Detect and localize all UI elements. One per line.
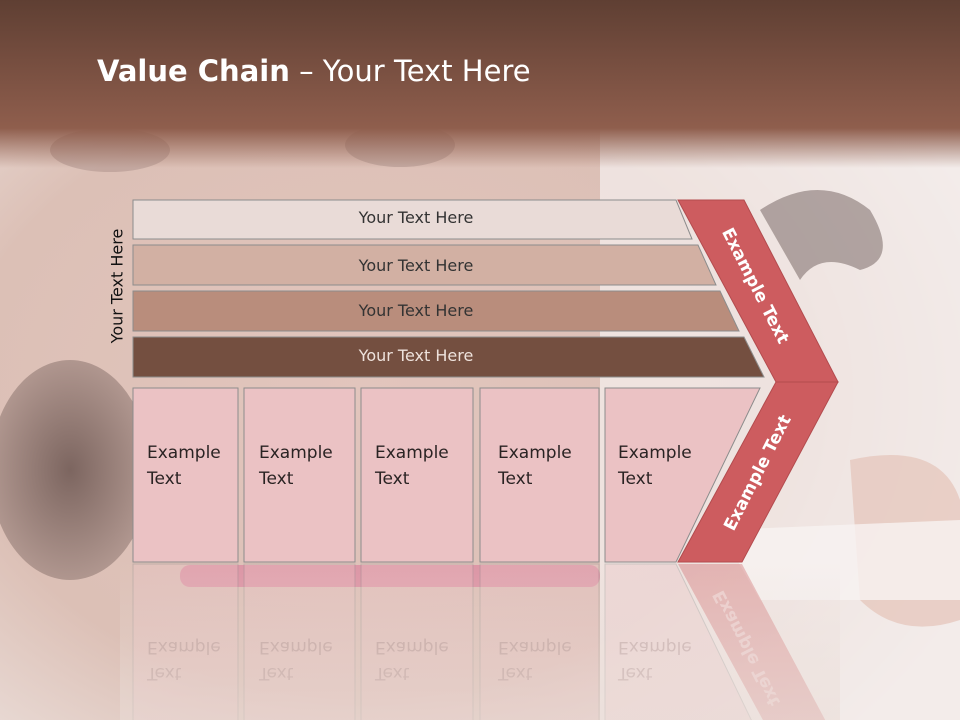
box-2-line1: Example (259, 443, 333, 463)
box-3-line2: Text (375, 469, 410, 489)
title-bold: Value Chain (97, 54, 290, 88)
reflection-fade (120, 560, 840, 720)
band-4-label: Your Text Here (358, 346, 474, 365)
support-band-3 (132, 290, 740, 332)
box-1-line1: Example (147, 443, 221, 463)
band-3-label: Your Text Here (358, 301, 474, 320)
support-band-1 (132, 199, 693, 240)
box-1-label: Example Text (147, 440, 221, 492)
title-rest: – Your Text Here (289, 54, 531, 88)
primary-box-1 (132, 387, 239, 563)
band-2-label: Your Text Here (358, 256, 474, 275)
box-3-line1: Example (375, 443, 449, 463)
support-band-2 (132, 244, 717, 286)
box-4-line1: Example (498, 443, 572, 463)
primary-box-2 (243, 387, 356, 563)
slide-title: Value Chain – Your Text Here (97, 54, 531, 88)
box-5-label: Example Text (618, 440, 692, 492)
box-5-line1: Example (618, 443, 692, 463)
box-3-label: Example Text (375, 440, 449, 492)
box-4-line2: Text (498, 469, 533, 489)
box-2-label: Example Text (259, 440, 333, 492)
primary-box-3 (360, 387, 474, 563)
box-2-line2: Text (259, 469, 294, 489)
band-1-label: Your Text Here (358, 208, 474, 227)
box-1-line2: Text (147, 469, 182, 489)
support-band-4 (132, 336, 765, 378)
box-5-line2: Text (618, 469, 653, 489)
primary-box-4 (479, 387, 600, 563)
box-4-label: Example Text (498, 440, 572, 492)
